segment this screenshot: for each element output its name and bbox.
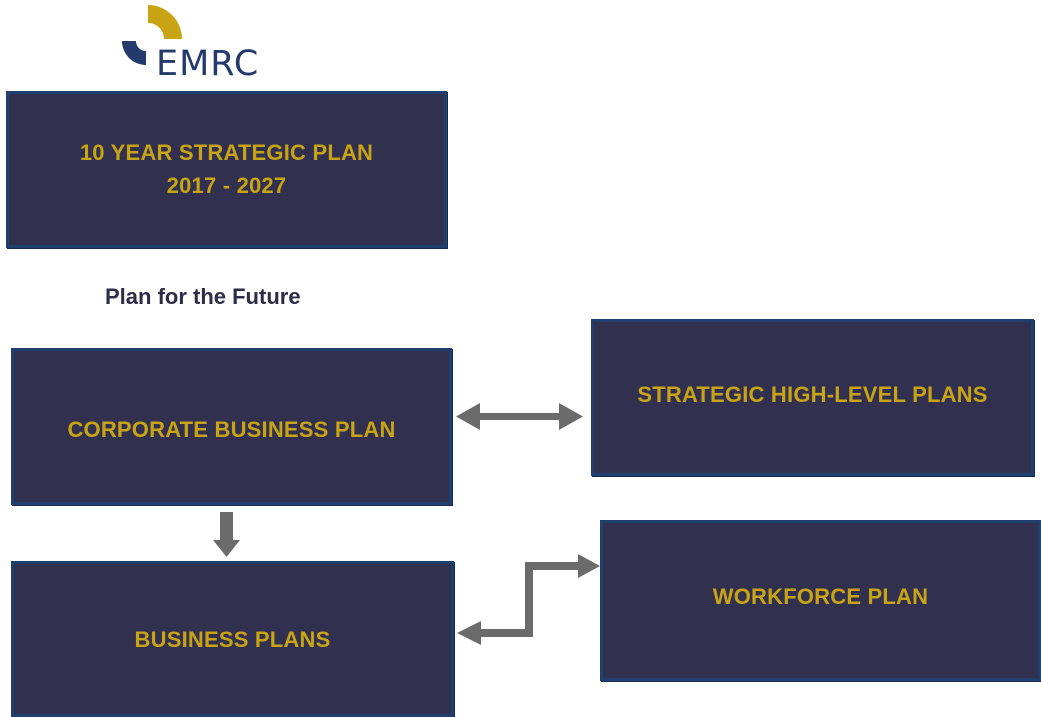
strategic-plan-years: 2017 - 2027 (166, 172, 287, 198)
corporate-business-plan-label: CORPORATE BUSINESS PLAN (67, 416, 396, 442)
arrow-business-plans-to-workforce (457, 554, 600, 645)
strategic-plan-box: 10 YEAR STRATEGIC PLAN 2017 - 2027 (6, 91, 447, 248)
strategic-plan-title: 10 YEAR STRATEGIC PLAN 2017 - 2027 (80, 136, 373, 202)
strategic-high-level-plans-box: STRATEGIC HIGH-LEVEL PLANS (591, 319, 1034, 476)
arrow-corporate-to-business-plans (213, 512, 240, 557)
section-subtitle: Plan for the Future (105, 284, 301, 309)
emrc-logo: EMRC (114, 3, 294, 84)
strategic-plan-title-line1: 10 YEAR STRATEGIC PLAN (79, 139, 374, 165)
workforce-plan-box: WORKFORCE PLAN (600, 520, 1041, 681)
logo-text: EMRC (156, 44, 260, 84)
corporate-business-plan-box: CORPORATE BUSINESS PLAN (11, 348, 452, 505)
arrow-corporate-to-high-level (456, 403, 583, 430)
business-plans-label: BUSINESS PLANS (134, 627, 331, 652)
workforce-plan-label: WORKFORCE PLAN (712, 583, 929, 609)
emrc-logo-mark-icon (122, 5, 182, 65)
strategic-high-level-plans-label: STRATEGIC HIGH-LEVEL PLANS (637, 381, 988, 407)
business-plans-box: BUSINESS PLANS (11, 561, 454, 717)
